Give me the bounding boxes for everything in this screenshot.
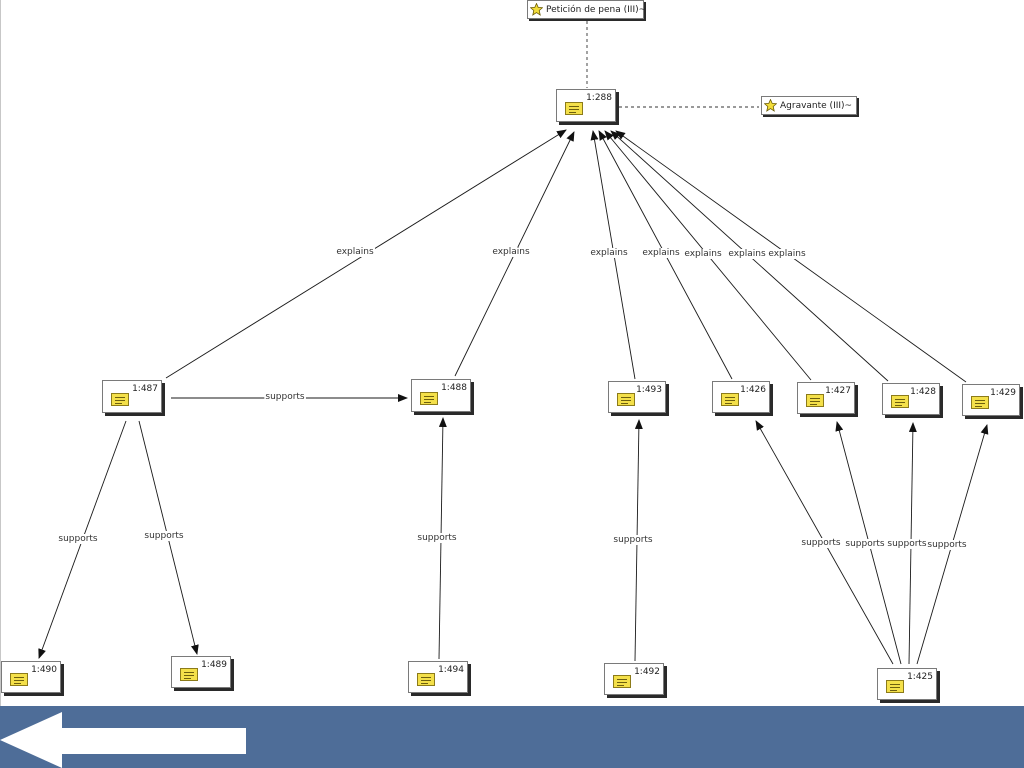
relation-label-bg — [491, 247, 531, 257]
note-icon — [10, 673, 28, 686]
quote-id: 1:288 — [586, 93, 612, 103]
note-icon — [886, 680, 904, 693]
code-node-peticion[interactable]: Petición de pena (III)~ — [527, 0, 647, 19]
relation-label-bg — [886, 539, 928, 549]
quote-id: 1:426 — [740, 385, 766, 395]
quote-node-1-487[interactable]: 1:487 — [102, 380, 162, 413]
code-label: Agravante (III)~ — [780, 100, 853, 111]
quote-node-1-489[interactable]: 1:489 — [171, 656, 231, 688]
relation-label-bg — [143, 531, 185, 541]
note-icon — [721, 393, 739, 406]
relation-label-bg — [57, 534, 99, 544]
quote-node-1-426[interactable]: 1:426 — [712, 381, 770, 413]
relation-label: supports — [613, 535, 653, 545]
note-icon — [806, 394, 824, 407]
relation-label-bg — [683, 249, 723, 259]
quote-id: 1:492 — [634, 667, 660, 677]
relation-label-bg — [800, 538, 842, 548]
relation-label-bg — [612, 535, 654, 545]
relation-label-bg — [926, 540, 968, 550]
relation-label-bg — [335, 247, 375, 257]
code-star-icon — [529, 2, 544, 16]
quote-node-1-490[interactable]: 1:490 — [1, 661, 61, 693]
quote-id: 1:490 — [31, 665, 57, 675]
quote-id: 1:489 — [201, 660, 227, 670]
quote-id: 1:488 — [441, 383, 467, 393]
relation-label: supports — [801, 538, 841, 548]
relation-label: explains — [728, 249, 766, 259]
quote-id: 1:487 — [132, 384, 158, 394]
relation-label: explains — [768, 249, 806, 259]
relation-label-bg — [727, 249, 767, 259]
note-icon — [891, 395, 909, 408]
bottom-navigation-bar — [0, 706, 1024, 768]
quote-id: 1:429 — [990, 388, 1016, 398]
relation-label: explains — [492, 247, 530, 257]
relation-label: explains — [684, 249, 722, 259]
note-icon — [565, 102, 583, 115]
note-icon — [617, 393, 635, 406]
relation-label: explains — [590, 248, 628, 258]
relation-label-bg — [844, 539, 886, 549]
relation-label-bg — [416, 533, 458, 543]
note-icon — [111, 393, 129, 406]
note-icon — [613, 675, 631, 688]
note-icon — [420, 392, 438, 405]
relation-label: supports — [265, 392, 305, 402]
note-icon — [180, 668, 198, 681]
relation-label-bg — [641, 248, 681, 258]
relation-label-bg — [767, 249, 807, 259]
quote-node-1-427[interactable]: 1:427 — [797, 382, 855, 414]
note-icon — [971, 396, 989, 409]
relation-label: supports — [887, 539, 927, 549]
code-star-icon — [763, 98, 778, 112]
relation-label: supports — [417, 533, 457, 543]
quote-node-1-429[interactable]: 1:429 — [962, 384, 1020, 416]
code-node-agravante[interactable]: Agravante (III)~ — [761, 96, 857, 115]
quote-id: 1:494 — [438, 665, 464, 675]
quote-id: 1:427 — [825, 386, 851, 396]
quote-node-1-428[interactable]: 1:428 — [882, 383, 940, 415]
back-arrow-icon[interactable] — [0, 706, 250, 768]
quote-id: 1:493 — [636, 385, 662, 395]
note-icon — [417, 673, 435, 686]
quote-node-1-493[interactable]: 1:493 — [608, 381, 666, 413]
relation-label: supports — [845, 539, 885, 549]
quote-node-1-288[interactable]: 1:288 — [556, 89, 616, 122]
relation-label: explains — [642, 248, 680, 258]
relation-label-bg — [589, 248, 629, 258]
quote-id: 1:425 — [907, 672, 933, 682]
quote-node-1-494[interactable]: 1:494 — [408, 661, 468, 693]
code-label: Petición de pena (III)~ — [546, 4, 647, 15]
quote-node-1-425[interactable]: 1:425 — [877, 668, 937, 700]
quote-id: 1:428 — [910, 387, 936, 397]
relation-label: explains — [336, 247, 374, 257]
relation-label: supports — [144, 531, 184, 541]
relation-label-bg — [264, 392, 306, 402]
relation-label: supports — [58, 534, 98, 544]
quote-node-1-488[interactable]: 1:488 — [411, 379, 471, 412]
relation-label: supports — [927, 540, 967, 550]
quote-node-1-492[interactable]: 1:492 — [604, 663, 664, 695]
